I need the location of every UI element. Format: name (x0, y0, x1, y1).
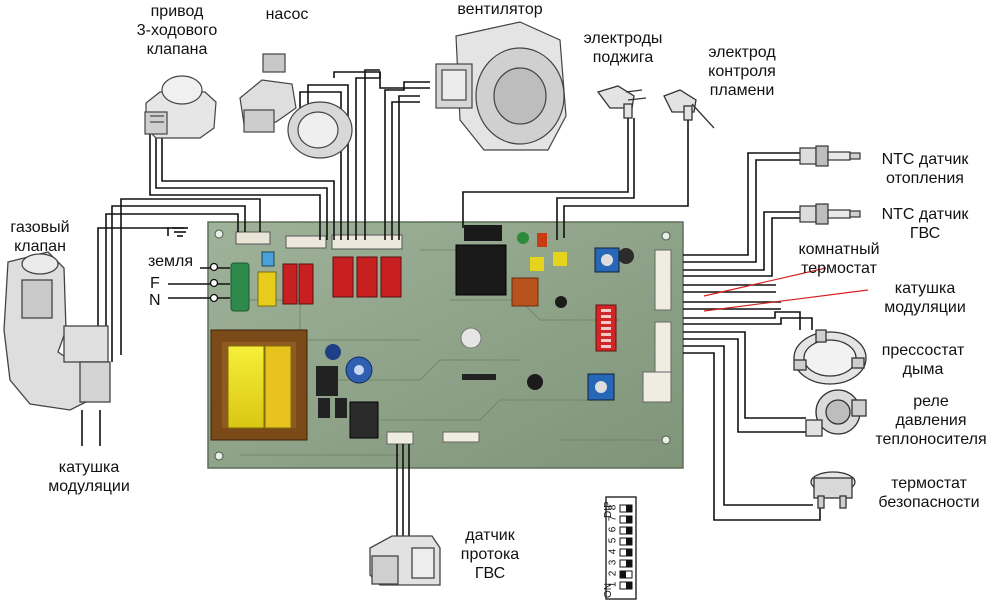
safety-thermostat-illustration (810, 471, 856, 509)
dip-number-4: 4 (607, 548, 619, 555)
smoke-pressostat-label: прессостат дыма (881, 342, 965, 378)
ignition-electrodes-illustration (596, 85, 647, 119)
fan-label: вентилятор (457, 1, 543, 18)
control-board (207, 221, 684, 469)
ntc-dhw-label: NTC датчик ГВС (881, 206, 969, 242)
dip-knob-7 (626, 516, 632, 523)
dip-knob-1 (626, 582, 632, 589)
power-transformer (210, 329, 308, 441)
dhw-flow-sensor-illustration (369, 535, 441, 586)
dip-number-2: 2 (607, 570, 619, 577)
dip-number-8: 8 (607, 504, 619, 511)
relay-block (282, 256, 402, 305)
ignition-electrodes-label: электроды поджига (583, 30, 663, 66)
gas-valve-label: газовый клапан (10, 219, 70, 255)
modulation-coil-left-label: катушка модуляции (48, 459, 130, 495)
smoke-pressostat-illustration (793, 329, 867, 385)
dip-knob-4 (626, 549, 632, 556)
neutral-label: N (149, 292, 161, 309)
dip-number-7: 7 (607, 515, 619, 522)
pump-label: насос (265, 6, 309, 23)
mains-terminals (209, 262, 219, 303)
dip-number-3: 3 (607, 559, 619, 566)
earth-symbol (172, 227, 188, 237)
fan-illustration (435, 21, 567, 151)
flame-electrode-label: электрод контроля пламени (708, 44, 776, 99)
dip-number-5: 5 (607, 537, 619, 544)
dip-knob-8 (626, 505, 632, 512)
dhw-flow-sensor-label: датчик протока ГВС (460, 527, 520, 582)
pressure-relay-illustration (805, 389, 867, 437)
pointer-lines (703, 267, 869, 312)
dip-knob-5 (626, 538, 632, 545)
pressure-relay-label: реле давления теплоносителя (875, 393, 987, 448)
gas-valve-illustration (3, 251, 111, 411)
modulation-coil-right-label: катушка модуляции (884, 280, 966, 316)
wiring (81, 69, 821, 550)
flame-electrode-illustration (663, 89, 715, 129)
valve-drive-illustration (144, 75, 217, 139)
dip-knob-2 (620, 571, 626, 578)
ntc-dhw-illustration (799, 203, 861, 225)
room-thermostat-label: комнатный термостат (798, 241, 880, 277)
valve-drive-label: привод 3-ходового клапана (136, 3, 218, 58)
dip-number-1: 1 (607, 581, 619, 588)
dip-switch-inset (605, 496, 637, 600)
ntc-heating-illustration (799, 145, 861, 167)
pump-illustration (239, 53, 353, 159)
dip-number-6: 6 (607, 526, 619, 533)
earth-label: земля (148, 253, 194, 270)
dip-knob-3 (626, 560, 632, 567)
safety-thermostat-label: термостат безопасности (878, 475, 980, 511)
phase-label: F (150, 275, 160, 292)
ntc-heating-label: NTC датчик отопления (881, 151, 969, 187)
dip-knob-6 (626, 527, 632, 534)
